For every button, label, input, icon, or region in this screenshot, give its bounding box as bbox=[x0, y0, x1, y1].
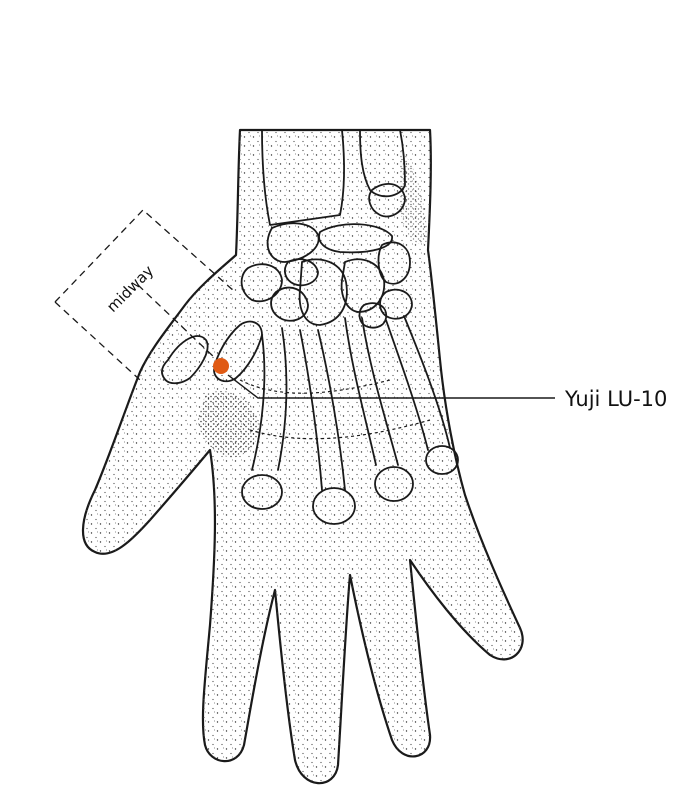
leader-line bbox=[227, 374, 555, 399]
midway-measurement-box bbox=[54, 209, 236, 381]
point-label: Yuji LU-10 bbox=[564, 387, 667, 411]
thumb-bones bbox=[161, 320, 263, 385]
midway-label: midway bbox=[103, 262, 157, 316]
carpal-bones bbox=[240, 222, 413, 329]
forearm-bones bbox=[261, 129, 406, 226]
hand-outline bbox=[81, 128, 524, 785]
metacarpal-bones bbox=[239, 315, 451, 491]
knuckle-heads bbox=[241, 445, 459, 525]
acupoint-marker bbox=[213, 358, 229, 374]
